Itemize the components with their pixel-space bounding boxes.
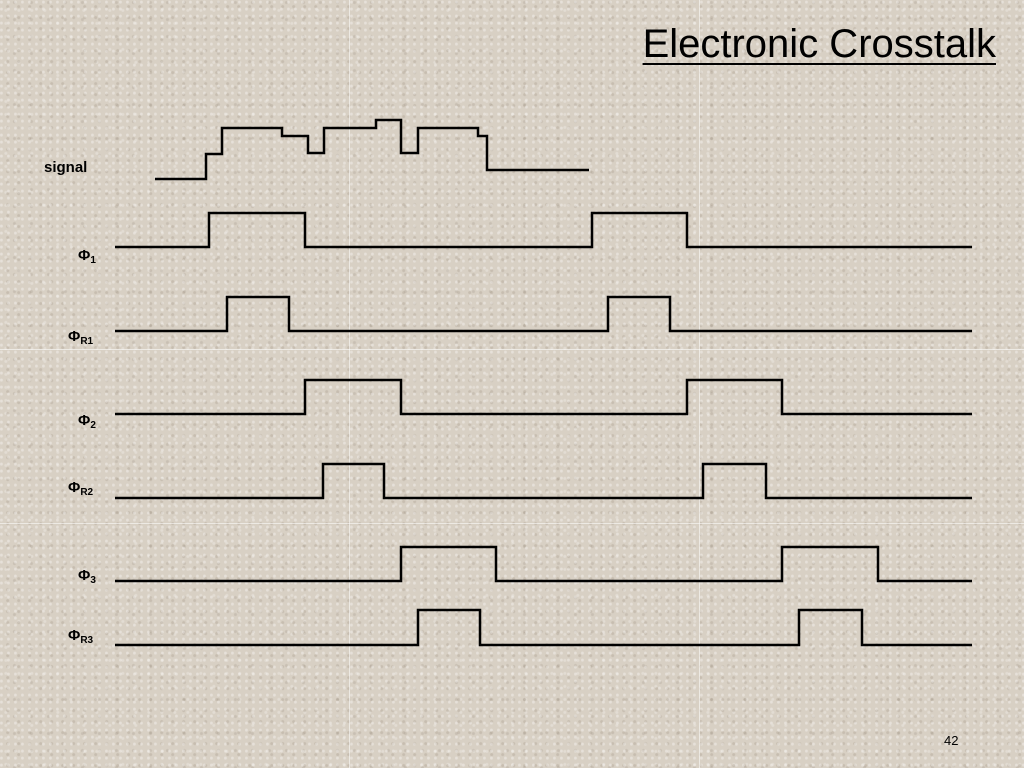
grid-line	[699, 0, 700, 768]
phi-symbol: Φ	[68, 479, 81, 496]
phiR3-subscript: R3	[80, 635, 94, 646]
phiR3-waveform	[115, 608, 972, 647]
grid-line	[349, 0, 350, 768]
phiR2-waveform	[115, 462, 972, 500]
slide-title: Electronic Crosstalk	[642, 22, 996, 66]
phi-symbol: Φ	[78, 567, 91, 584]
grid-line	[0, 349, 1024, 350]
phi2-subscript: 2	[90, 420, 96, 431]
phi2-waveform	[115, 378, 972, 416]
phi1-waveform	[115, 211, 972, 249]
phi-symbol: Φ	[68, 627, 81, 644]
phi1-subscript: 1	[90, 255, 96, 266]
phi1-label: Φ1	[78, 247, 96, 266]
phi3-waveform	[115, 545, 972, 583]
signal-waveform	[155, 118, 589, 181]
phi3-label: Φ3	[78, 567, 96, 586]
phiR1-waveform	[115, 295, 972, 333]
phiR3-label: ΦR3	[68, 627, 93, 646]
grid-line	[0, 523, 1024, 524]
phiR2-label: ΦR2	[68, 479, 93, 498]
phiR1-subscript: R1	[80, 336, 94, 347]
phiR1-label: ΦR1	[68, 328, 93, 347]
phiR2-subscript: R2	[80, 487, 94, 498]
signal-label: signal	[44, 159, 88, 176]
page-number: 42	[944, 733, 959, 748]
phi3-subscript: 3	[90, 575, 96, 586]
phi-symbol: Φ	[68, 328, 81, 345]
phi2-label: Φ2	[78, 412, 96, 431]
phi-symbol: Φ	[78, 412, 91, 429]
phi-symbol: Φ	[78, 247, 91, 264]
